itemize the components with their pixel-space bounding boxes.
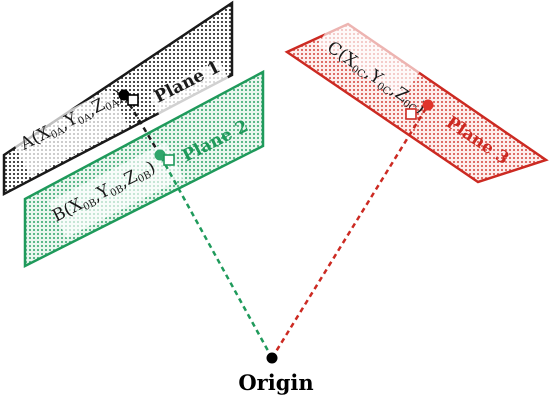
label-backdrop — [317, 11, 423, 101]
point-c-marker — [422, 99, 434, 111]
point-b-normal-marker — [163, 154, 175, 166]
origin-marker — [266, 352, 278, 364]
point-b-marker — [154, 149, 166, 161]
label-backdrop — [48, 142, 184, 238]
point-c-normal-marker — [405, 108, 417, 120]
ray-origin-to-c — [270, 104, 430, 359]
plane-3: Plane 3 C(X0C,Y0C,Z0C) — [284, 11, 549, 184]
plane-1: Plane 1 A(X0A,Y0A,Z0A) — [2, 0, 234, 197]
ray-origin-to-b — [158, 154, 274, 359]
point-a-normal-marker — [127, 94, 139, 106]
point-a-marker — [118, 89, 130, 101]
plane-2: Plane 2 B(X0B,Y0B,Z0B) — [23, 69, 265, 269]
label-backdrop — [149, 59, 229, 115]
label-backdrop — [11, 89, 129, 177]
origin-label: Origin — [238, 370, 313, 395]
